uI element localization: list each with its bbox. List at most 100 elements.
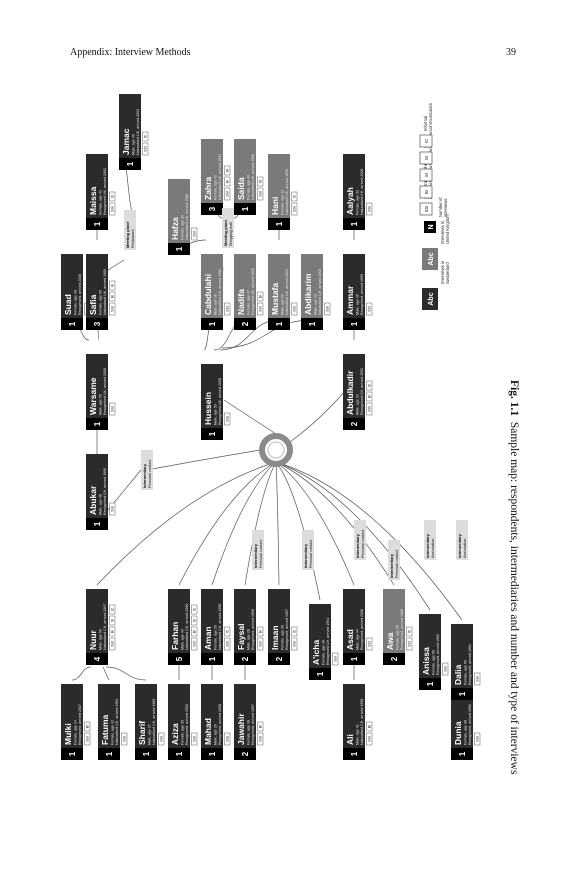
respondent-box <box>61 254 83 330</box>
interview-type-tag <box>224 302 231 316</box>
respondent-info-line1: Female, age 35 <box>214 625 218 650</box>
respondent-info-line2: Recognised, arrived 1992 <box>468 704 472 745</box>
interview-count-box <box>201 653 223 665</box>
respondent-info-line2: Recognised, arrived 2008 <box>78 274 82 315</box>
interview-type-code: SSI <box>293 641 297 647</box>
intermediary-box <box>388 540 400 580</box>
interview-type-code: SSI <box>334 656 338 662</box>
legend-type-swatch <box>419 185 433 199</box>
interview-count: 2 <box>241 321 250 326</box>
interview-type-tag <box>291 302 298 316</box>
legend-type-code: SI <box>424 173 429 177</box>
respondent-box <box>383 589 405 665</box>
interview-count-box <box>268 653 290 665</box>
respondent-box <box>201 139 223 215</box>
figure-label: Fig. 1.1 <box>508 380 520 417</box>
interview-type-code: SSI <box>368 206 372 212</box>
interview-type-code: SSI <box>259 736 263 742</box>
legend-type-code: SSI <box>424 206 429 213</box>
interview-type-tag <box>366 402 373 416</box>
interview-type-code: SSI <box>193 736 197 742</box>
interview-type-tag <box>257 637 264 651</box>
respondent-box <box>61 684 83 760</box>
intermediary-subtitle: Personal contact <box>361 529 365 558</box>
intermediary-subtitle: Shopping mall <box>229 222 233 246</box>
interview-type-code: SSI <box>293 206 297 212</box>
interview-type-tag <box>366 637 373 651</box>
respondent-info-line1: Female, age 43 <box>281 190 285 215</box>
respondent-name: Dalia <box>453 664 463 685</box>
interview-type-code: IC <box>111 607 115 611</box>
respondent-name: Farhan <box>170 622 180 650</box>
interview-count: 1 <box>275 321 284 326</box>
respondent-box <box>86 254 108 330</box>
legend-text-line1: Number of <box>438 197 443 217</box>
interview-count: 1 <box>68 751 77 756</box>
interview-count: 1 <box>308 321 317 326</box>
interview-type-tag <box>366 391 373 402</box>
respondent-box <box>86 454 108 530</box>
respondent-box <box>86 589 108 665</box>
interview-count: 1 <box>93 521 102 526</box>
interview-type-tag <box>366 202 373 216</box>
intermediary-subtitle: Personal contact <box>148 459 152 488</box>
respondent-name: Nadifa <box>236 289 246 315</box>
respondent-info-line2: Recognised, arrived 2007 <box>78 704 82 745</box>
respondent-box <box>343 684 365 760</box>
interview-type-tag <box>109 626 116 637</box>
respondent-info-line2: Naturalised UK, arrived 1992 <box>218 154 222 200</box>
interview-count: 3 <box>93 321 102 326</box>
interview-count: 2 <box>275 656 284 661</box>
respondent-info-line2: Naturalised CH, arrived 1986 <box>152 699 156 745</box>
interview-count-box <box>234 318 256 330</box>
hub-spoke-awa <box>275 461 395 586</box>
respondent-name: A'icha <box>311 640 321 665</box>
interview-type-tag <box>224 732 231 746</box>
interview-type-code: SSI <box>226 641 230 647</box>
interview-count: 1 <box>105 751 114 756</box>
intermediary-box <box>124 210 136 250</box>
intermediary-title: Intermediary <box>457 533 462 558</box>
respondent-name: Awa <box>385 632 395 650</box>
interview-type-code: SSI <box>408 641 412 647</box>
intermediary-box <box>354 520 366 560</box>
respondent-info-line2: Recognised, arrived 1997 <box>251 704 255 745</box>
respondent-info-line2: Recognised CH, arrived 1990 <box>103 468 107 515</box>
intermediary-subtitle: Personal contact <box>309 539 313 568</box>
interview-type-code: IC <box>408 629 412 633</box>
interview-count-box <box>86 653 108 665</box>
interview-type-tag <box>121 732 128 746</box>
respondent-name: Abdikarim <box>303 273 313 315</box>
figure-caption: Fig. 1.1 Sample map: respondents, interm… <box>486 380 520 800</box>
respondent-box <box>201 589 223 665</box>
interview-count-box <box>86 318 108 330</box>
legend-number-swatch <box>424 221 436 233</box>
interview-count: 1 <box>241 206 250 211</box>
respondent-box <box>268 154 290 230</box>
interview-type-tag <box>109 637 116 651</box>
respondent-info-line2: Naturalised CH, arrived 1990 <box>185 604 189 650</box>
hub-spoke-nuur <box>96 461 277 586</box>
respondent-box <box>168 179 190 255</box>
interview-type-tag <box>291 626 298 637</box>
respondent-info-line2: Recognised, arrived 2008 <box>360 609 364 650</box>
respondent-info-line1: Male, age 59 <box>99 394 103 415</box>
link-nuur-mulki <box>71 666 92 681</box>
intermediary-box <box>222 208 234 248</box>
interview-type-code: SSI <box>476 736 480 742</box>
interview-type-code: SSI <box>111 206 115 212</box>
interview-count-box <box>168 653 190 665</box>
respondent-info-line1: Male, age 36 <box>356 294 360 315</box>
